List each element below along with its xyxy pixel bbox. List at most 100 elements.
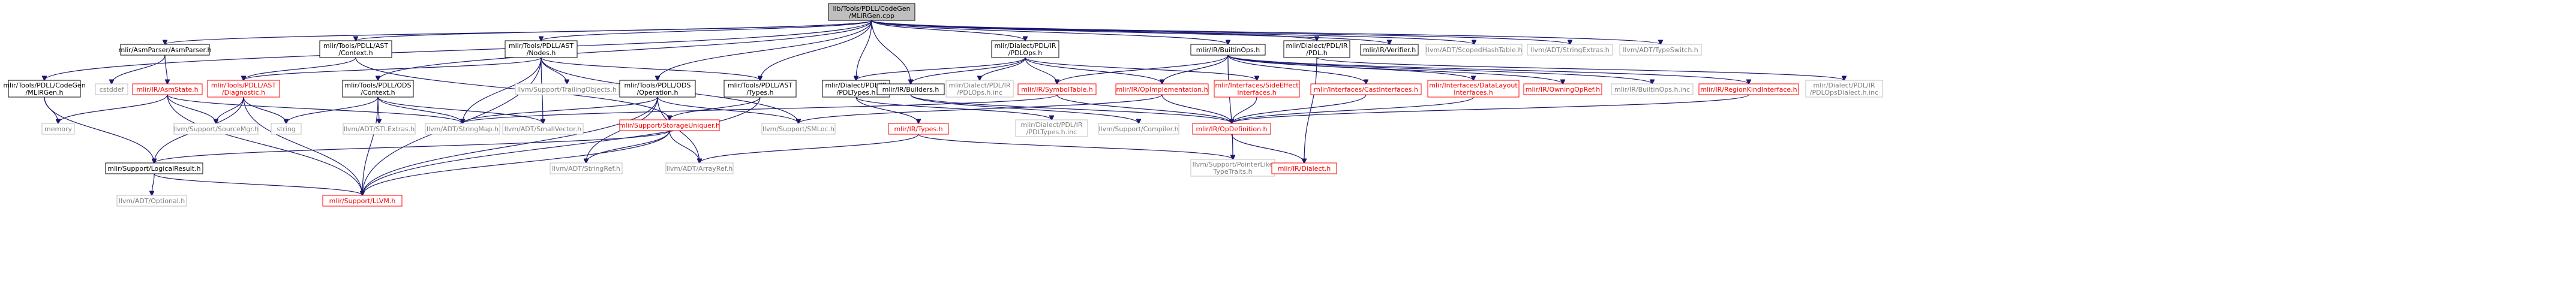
node-label: mlir/Dialect/PDL/IR xyxy=(994,42,1056,50)
node-storageuniquer[interactable]: mlir/Support/StorageUniquer.h xyxy=(619,119,720,131)
node-codegen-mlirgen[interactable]: mlir/Tools/PDLL/CodeGen/MLIRGen.h xyxy=(3,80,86,98)
node-label: mlir/IR/AsmState.h xyxy=(136,86,198,93)
node-label: llvm/ADT/Optional.h xyxy=(119,197,185,205)
node-label: mlir/IR/Types.h xyxy=(894,125,942,133)
node-box xyxy=(619,80,696,98)
node-pdll-types[interactable]: mlir/Tools/PDLL/AST/Types.h xyxy=(723,80,797,98)
node-box xyxy=(876,83,945,95)
node-box xyxy=(8,80,81,98)
edge-asmparser-to-asmstate xyxy=(164,55,167,84)
edge-root-to-ir_verifier xyxy=(871,20,1389,44)
node-label: llvm/Support/SourceMgr.h xyxy=(173,125,259,133)
node-box xyxy=(322,195,403,207)
edge-root-to-pdll_types xyxy=(760,20,872,80)
node-stlextras: llvm/ADT/STLExtras.h xyxy=(343,123,416,135)
node-box xyxy=(1283,40,1350,58)
node-label: mlir/Interfaces/CastInterfaces.h xyxy=(1314,86,1418,93)
edge-castinterfaces-to-opdefinition xyxy=(1232,94,1367,123)
node-label: mlir/Dialect/PDL/IR xyxy=(1020,121,1082,129)
node-box xyxy=(1523,83,1602,95)
node-label: mlir/Dialect/PDL/IR xyxy=(825,81,887,89)
node-label: mlir/Dialect/PDL/IR xyxy=(1813,81,1875,89)
node-label: mlir/Tools/PDLL/ODS xyxy=(344,81,411,89)
node-box xyxy=(1271,162,1337,174)
node-label: mlir/Dialect/PDL/IR xyxy=(948,81,1010,89)
edge-root-to-ir_builders xyxy=(871,20,911,84)
edge-dialect_pdl_ops-to-opimplementation xyxy=(1025,57,1162,84)
edge-storageuniquer-to-logicalresult xyxy=(154,130,670,163)
edge-pdll_types-to-storageuniquer xyxy=(669,96,761,120)
edge-ir_types-to-pointerliketypetraits xyxy=(918,134,1233,159)
node-box xyxy=(1427,80,1520,98)
node-box xyxy=(1425,44,1523,56)
node-stringref: llvm/ADT/StringRef.h xyxy=(550,162,623,174)
node-box xyxy=(116,195,187,207)
node-box xyxy=(761,123,836,135)
node-label: mlir/AsmParser/AsmParser.h xyxy=(118,46,211,54)
node-dialect-pdl[interactable]: mlir/Dialect/PDL/IR/PDL.h xyxy=(1283,40,1350,58)
node-label: llvm/Support/TrailingObjects.h xyxy=(517,86,617,93)
node-label: llvm/Support/PointerLike xyxy=(1193,161,1274,168)
node-asmstate[interactable]: mlir/IR/AsmState.h xyxy=(132,83,203,95)
node-label: /PDLTypes.h.inc xyxy=(1026,128,1077,136)
node-label: lib/Tools/PDLL/CodeGen xyxy=(833,5,910,13)
node-ods-operation[interactable]: mlir/Tools/PDLL/ODS/Operation.h xyxy=(619,80,696,98)
edge-dialect_pdl_ops-to-ir_builders xyxy=(911,57,1026,84)
node-label: /PDL.h xyxy=(1306,49,1327,57)
node-support-llvm[interactable]: mlir/Support/LLVM.h xyxy=(322,195,403,207)
edge-regionkind-to-opdefinition xyxy=(1232,94,1749,123)
node-castinterfaces[interactable]: mlir/Interfaces/CastInterfaces.h xyxy=(1310,83,1422,95)
node-symboltable[interactable]: mlir/IR/SymbolTable.h xyxy=(1017,83,1097,95)
node-opimplementation[interactable]: mlir/IR/OpImplementation.h xyxy=(1115,83,1209,95)
edge-symboltable-to-opdefinition xyxy=(1056,94,1232,123)
node-label: llvm/ADT/ScopedHashTable.h xyxy=(1426,46,1523,54)
node-root[interactable]: lib/Tools/PDLL/CodeGen/MLIRGen.cpp xyxy=(828,3,915,21)
node-box xyxy=(343,123,416,135)
node-label: mlir/Support/LLVM.h xyxy=(329,197,396,205)
node-label: /Operation.h xyxy=(637,89,678,96)
node-opdefinition[interactable]: mlir/IR/OpDefinition.h xyxy=(1192,123,1271,135)
node-ir-types[interactable]: mlir/IR/Types.h xyxy=(888,123,949,135)
node-label: mlir/Tools/PDLL/CodeGen xyxy=(3,81,85,89)
edge-ir_types-to-arrayref xyxy=(699,134,919,163)
node-box xyxy=(319,40,392,58)
node-ods-context[interactable]: mlir/Tools/PDLL/ODS/Context.h xyxy=(342,80,414,98)
node-string: string xyxy=(271,123,302,135)
edge-ir_builtinops-to-symboltable xyxy=(1057,55,1229,84)
node-logicalresult[interactable]: mlir/Support/LogicalResult.h xyxy=(105,162,203,174)
edge-ir_builtinops-to-castinterfaces xyxy=(1227,55,1366,84)
node-box xyxy=(1310,83,1422,95)
node-ir-builtinops[interactable]: mlir/IR/BuiltinOps.h xyxy=(1190,44,1266,56)
node-label: mlir/Tools/PDLL/AST xyxy=(323,42,388,50)
node-owningopref[interactable]: mlir/IR/OwningOpRef.h xyxy=(1523,83,1602,95)
nodes-layer: lib/Tools/PDLL/CodeGen/MLIRGen.cpp mlir/A… xyxy=(3,3,1883,207)
node-pdll-context[interactable]: mlir/Tools/PDLL/AST/Context.h xyxy=(319,40,392,58)
edge-root-to-pdll_nodes xyxy=(541,20,872,41)
node-box xyxy=(1698,83,1799,95)
node-regionkind[interactable]: mlir/IR/RegionKindInterface.h xyxy=(1698,83,1799,95)
node-pdll-nodes[interactable]: mlir/Tools/PDLL/AST/Nodes.h xyxy=(505,40,578,58)
node-arrayref: llvm/ADT/ArrayRef.h xyxy=(665,162,734,174)
node-box xyxy=(1527,44,1613,56)
node-diagnostic[interactable]: mlir/Tools/PDLL/AST/Diagnostic.h xyxy=(207,80,280,98)
node-box xyxy=(95,83,128,95)
node-box xyxy=(1017,83,1097,95)
node-irdialect[interactable]: mlir/IR/Dialect.h xyxy=(1271,162,1337,174)
node-asmparser[interactable]: mlir/AsmParser/AsmParser.h xyxy=(118,44,212,56)
node-label: llvm/ADT/ArrayRef.h xyxy=(666,165,733,173)
edge-dialect_pdl-to-pdl_opsdialect_inc xyxy=(1316,57,1844,80)
node-box xyxy=(1192,123,1271,135)
node-ir-verifier[interactable]: mlir/IR/Verifier.h xyxy=(1360,44,1419,56)
edge-ir_builders-to-opdefinition xyxy=(910,94,1232,123)
node-label: mlir/IR/BuiltinOps.h xyxy=(1196,46,1260,54)
node-label: mlir/IR/OpDefinition.h xyxy=(1196,125,1267,133)
node-dialect-pdl-ops[interactable]: mlir/Dialect/PDL/IR/PDLOps.h xyxy=(991,40,1059,58)
edge-ods_operation-to-support_llvm xyxy=(362,96,658,195)
node-ir-builders[interactable]: mlir/IR/Builders.h xyxy=(876,83,945,95)
node-box xyxy=(207,80,280,98)
edge-dialect_pdl_ops-to-sideeffect xyxy=(1025,57,1257,80)
node-box xyxy=(1190,159,1275,177)
